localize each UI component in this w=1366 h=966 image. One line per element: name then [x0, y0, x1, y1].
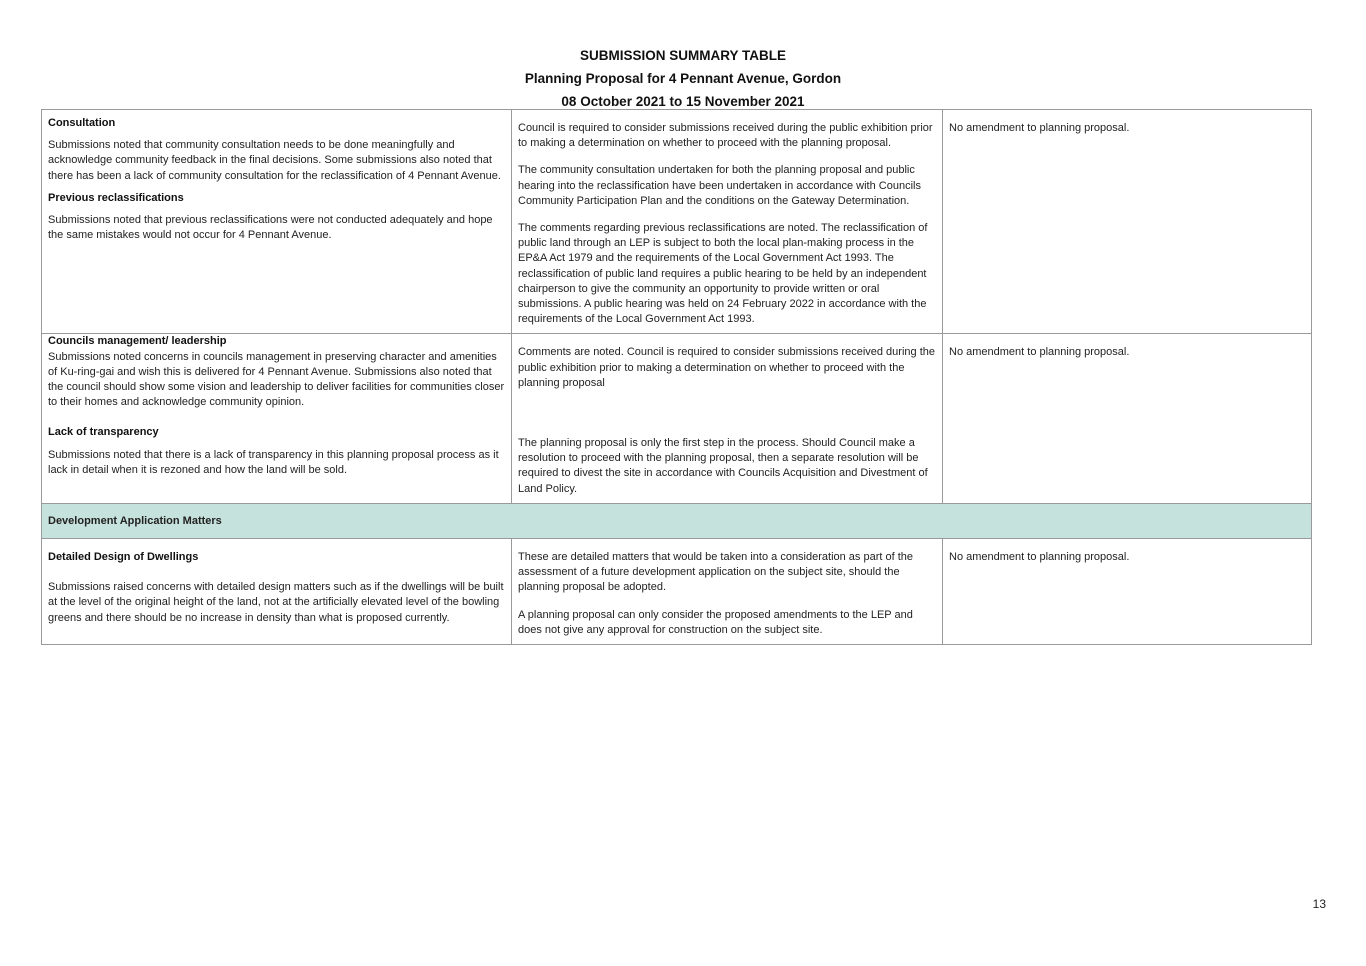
- issue-cell: Councils management/ leadership Submissi…: [41, 333, 512, 504]
- outcome-text: No amendment to planning proposal.: [949, 346, 1130, 359]
- issue-heading: Consultation: [48, 117, 116, 129]
- response-text: Comments are noted. Council is required …: [518, 346, 935, 389]
- issue-text: Submissions noted concerns in councils m…: [48, 350, 505, 409]
- issue-heading: Previous reclassifications: [48, 191, 184, 204]
- issue-heading: Detailed Design of Dwellings: [48, 551, 199, 564]
- issue-text: Submissions noted that there is a lack o…: [48, 448, 499, 476]
- issue-heading: Councils management/ leadership: [48, 335, 227, 348]
- table-row: Councils management/ leadership Submissi…: [41, 333, 1312, 504]
- document-title: SUBMISSION SUMMARY TABLE: [579, 48, 786, 63]
- exhibition-date-range: 08 October 2021 to 15 November 2021: [561, 94, 805, 109]
- outcome-cell: No amendment to planning proposal.: [942, 333, 1312, 504]
- issue-text: Submissions noted that community consult…: [48, 139, 501, 182]
- issue-heading: Lack of transparency: [48, 426, 159, 439]
- submission-summary-table: Consultation Submissions noted that comm…: [41, 108, 1312, 646]
- outcome-text: No amendment to planning proposal.: [949, 551, 1130, 564]
- issue-cell: Consultation Submissions noted that comm…: [41, 108, 512, 335]
- outcome-cell: No amendment to planning proposal.: [942, 538, 1312, 646]
- outcome-text: No amendment to planning proposal.: [949, 122, 1130, 134]
- response-text: A planning proposal can only consider th…: [518, 608, 913, 636]
- response-text: The planning proposal is only the first …: [518, 437, 928, 495]
- table-row: Detailed Design of Dwellings Submissions…: [41, 538, 1312, 646]
- section-row: Development Application Matters: [41, 502, 1312, 540]
- response-text: Council is required to consider submissi…: [518, 122, 933, 150]
- response-cell: Comments are noted. Council is required …: [511, 333, 943, 504]
- response-text: The comments regarding previous reclassi…: [518, 222, 928, 326]
- response-text: The community consultation undertaken fo…: [518, 164, 921, 207]
- section-heading: Development Application Matters: [41, 502, 1312, 540]
- outcome-cell: No amendment to planning proposal.: [942, 108, 1312, 335]
- response-text: These are detailed matters that would be…: [518, 551, 914, 594]
- page-number: 13: [1312, 897, 1326, 911]
- response-cell: Council is required to consider submissi…: [511, 108, 943, 335]
- issue-cell: Detailed Design of Dwellings Submissions…: [41, 538, 512, 646]
- issue-text: Submissions raised concerns with detaile…: [48, 581, 504, 624]
- response-cell: These are detailed matters that would be…: [511, 538, 943, 646]
- document-subtitle: Planning Proposal for 4 Pennant Avenue, …: [524, 71, 842, 86]
- table-row: Consultation Submissions noted that comm…: [41, 108, 1312, 335]
- document-header: SUBMISSION SUMMARY TABLE Planning Propos…: [0, 46, 1366, 115]
- issue-text: Submissions noted that previous reclassi…: [48, 214, 493, 242]
